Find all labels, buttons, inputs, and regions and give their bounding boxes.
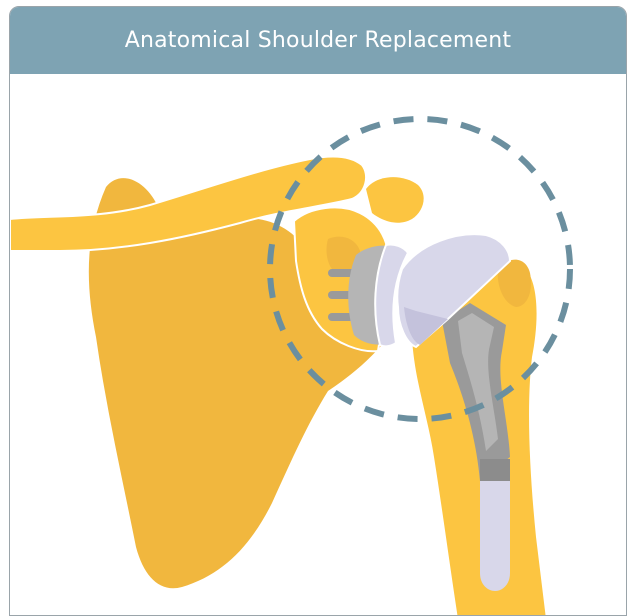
shoulder-joint-illustration	[10, 74, 627, 616]
diagram-card: Anatomical Shoulder Replacement	[9, 6, 627, 616]
implant-stem-tip	[480, 459, 510, 481]
title-bar: Anatomical Shoulder Replacement	[10, 7, 626, 74]
acromion	[366, 177, 424, 223]
diagram-title: Anatomical Shoulder Replacement	[125, 28, 512, 53]
